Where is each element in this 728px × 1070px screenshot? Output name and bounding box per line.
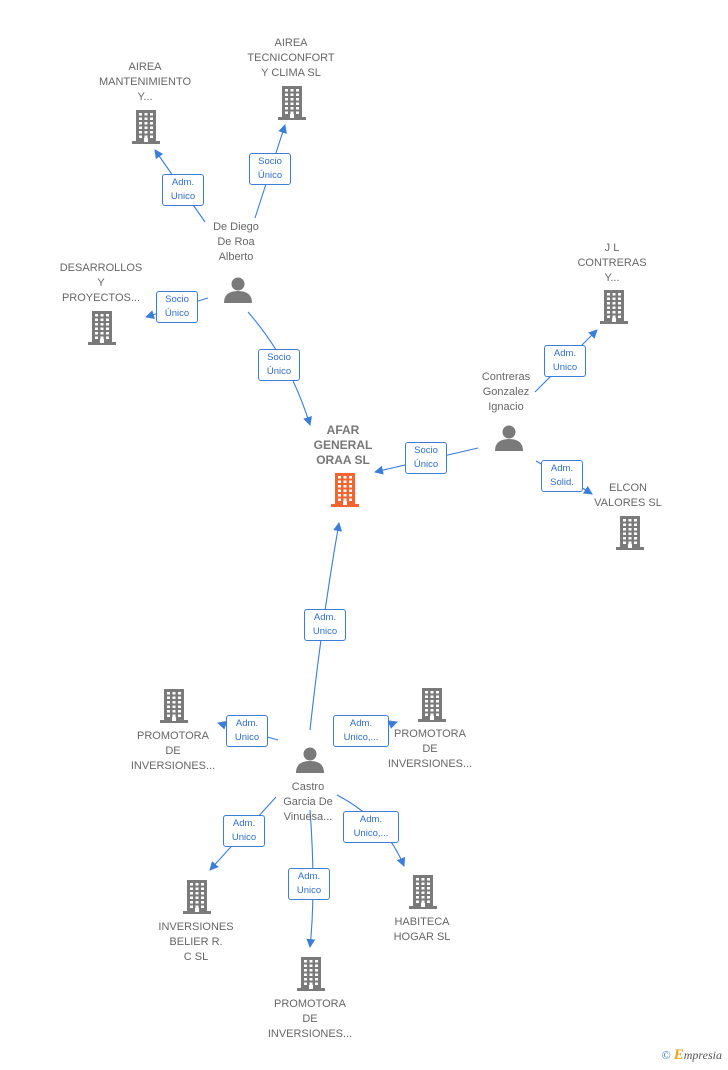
edge-label-contreras-jl[interactable]: Adm. Unico xyxy=(544,345,586,377)
edge-label-castro-promotora3[interactable]: Adm. Unico xyxy=(288,868,330,900)
edge-label-contreras-afar[interactable]: Socio Único xyxy=(405,442,447,474)
edge-label-dediego-afar[interactable]: Socio Único xyxy=(258,349,300,381)
node-label-castro[interactable]: Castro Garcia De Vinuesa... xyxy=(283,781,333,823)
node-label-desarrollos[interactable]: DESARROLLOS Y PROYECTOS... xyxy=(59,262,143,304)
node-label-elcon[interactable]: ELCON VALORES SL xyxy=(594,482,662,509)
building-icon[interactable] xyxy=(418,688,446,722)
edge-label-castro-promotora2[interactable]: Adm. Unico,... xyxy=(333,715,389,747)
edge-label-castro-promotora1[interactable]: Adm. Unico xyxy=(226,715,268,747)
node-label-promotora3[interactable]: PROMOTORA DE INVERSIONES... xyxy=(267,998,353,1040)
node-label-airea_mant[interactable]: AIREA MANTENIMIENTO Y... xyxy=(98,61,192,103)
edge-label-dediego-airea_tec[interactable]: Socio Único xyxy=(249,153,291,185)
person-icon[interactable] xyxy=(495,425,523,452)
node-label-habiteca[interactable]: HABITECA HOGAR SL xyxy=(393,916,451,943)
edge-label-dediego-desarrollos[interactable]: Socio Único xyxy=(156,291,198,323)
building-icon[interactable] xyxy=(331,473,359,507)
edge-label-dediego-airea_mant[interactable]: Adm. Unico xyxy=(162,174,204,206)
building-icon[interactable] xyxy=(297,957,325,991)
node-label-promotora1[interactable]: PROMOTORA DE INVERSIONES... xyxy=(130,730,216,772)
node-label-dediego[interactable]: De Diego De Roa Alberto xyxy=(213,221,259,263)
edge-label-contreras-elcon[interactable]: Adm. Solid. xyxy=(541,460,583,492)
building-icon[interactable] xyxy=(278,86,306,120)
building-icon[interactable] xyxy=(183,880,211,914)
brand-name: mpresia xyxy=(683,1048,722,1062)
edge-label-castro-afar[interactable]: Adm. Unico xyxy=(304,609,346,641)
copyright-symbol: © xyxy=(661,1048,671,1062)
brand-initial: E xyxy=(673,1047,684,1063)
node-label-jl[interactable]: J L CONTRERAS Y... xyxy=(577,242,647,284)
building-icon[interactable] xyxy=(616,516,644,550)
building-icon[interactable] xyxy=(88,311,116,345)
person-icon[interactable] xyxy=(296,747,324,774)
building-icon[interactable] xyxy=(160,689,188,723)
node-label-afar[interactable]: AFAR GENERAL ORAA SL xyxy=(313,423,373,467)
building-icon[interactable] xyxy=(132,110,160,144)
empresia-logo[interactable]: © Empresia xyxy=(662,1047,722,1064)
node-label-promotora2[interactable]: PROMOTORA DE INVERSIONES... xyxy=(387,728,473,770)
building-icon[interactable] xyxy=(409,875,437,909)
node-label-inversiones[interactable]: INVERSIONES BELIER R. C SL xyxy=(158,921,234,963)
person-icon[interactable] xyxy=(224,277,252,304)
building-icon[interactable] xyxy=(600,290,628,324)
edge-label-castro-habiteca[interactable]: Adm. Unico,... xyxy=(343,811,399,843)
edge-label-castro-inversiones[interactable]: Adm. Unico xyxy=(223,815,265,847)
node-label-airea_tec[interactable]: AIREA TECNICONFORT Y CLIMA SL xyxy=(247,37,335,79)
node-label-contreras[interactable]: Contreras Gonzalez Ignacio xyxy=(481,371,531,413)
